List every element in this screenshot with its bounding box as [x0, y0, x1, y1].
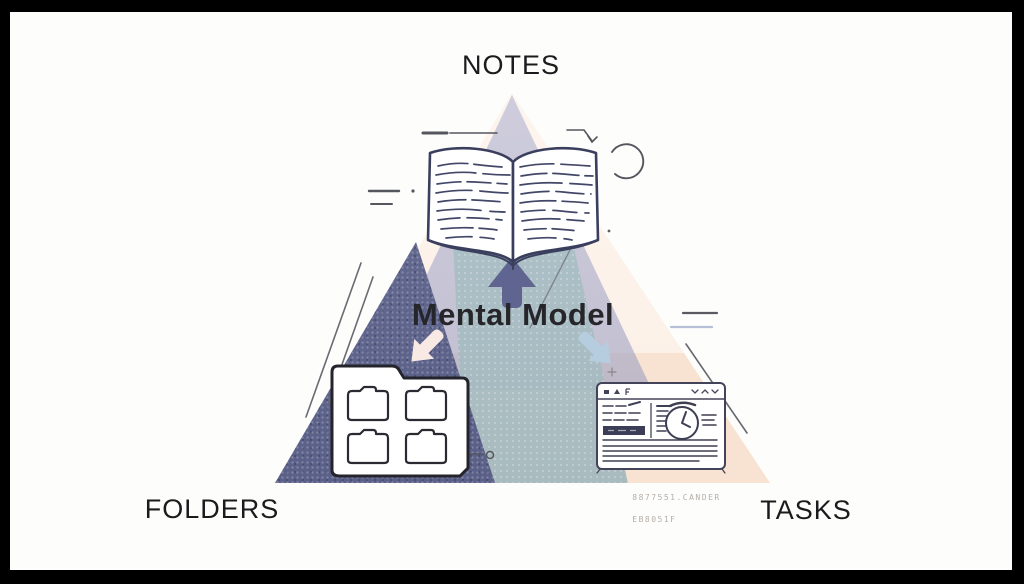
tasks-window-icon: [596, 382, 726, 474]
diagram-title: Mental Model: [411, 297, 615, 332]
frame-border-top: [0, 0, 1024, 12]
vertex-label-folders: FOLDERS: [144, 494, 280, 524]
window-titlebar-icons: [604, 388, 719, 395]
diagonal-line-center: [529, 247, 572, 329]
clock-icon: [665, 401, 699, 440]
arrow-down-left-icon: [411, 329, 444, 362]
vertex-label-tasks: TASKS: [760, 495, 852, 525]
watermark-text: 8877551.CANDER EB8051F: [607, 481, 721, 536]
bracket-arrow-icon: [566, 129, 598, 144]
sketch-dot: [411, 189, 415, 193]
watermark-line2: EB8051F: [632, 515, 677, 524]
sketch-dot: [607, 229, 611, 233]
frame-border-left: [0, 0, 10, 584]
sketch-dashes: [367, 131, 498, 205]
frame-border-right: [1012, 0, 1024, 584]
folder-grid-icon: [330, 364, 470, 478]
watermark-line1: 8877551.CANDER: [632, 493, 721, 502]
arrow-up-icon: [488, 257, 536, 308]
frame-border-bottom: [0, 570, 1024, 584]
arrow-down-right-icon: [578, 331, 611, 364]
vertex-label-notes: NOTES: [461, 50, 561, 80]
open-book-icon: [426, 146, 600, 270]
crescent-circle-icon: [611, 143, 645, 180]
